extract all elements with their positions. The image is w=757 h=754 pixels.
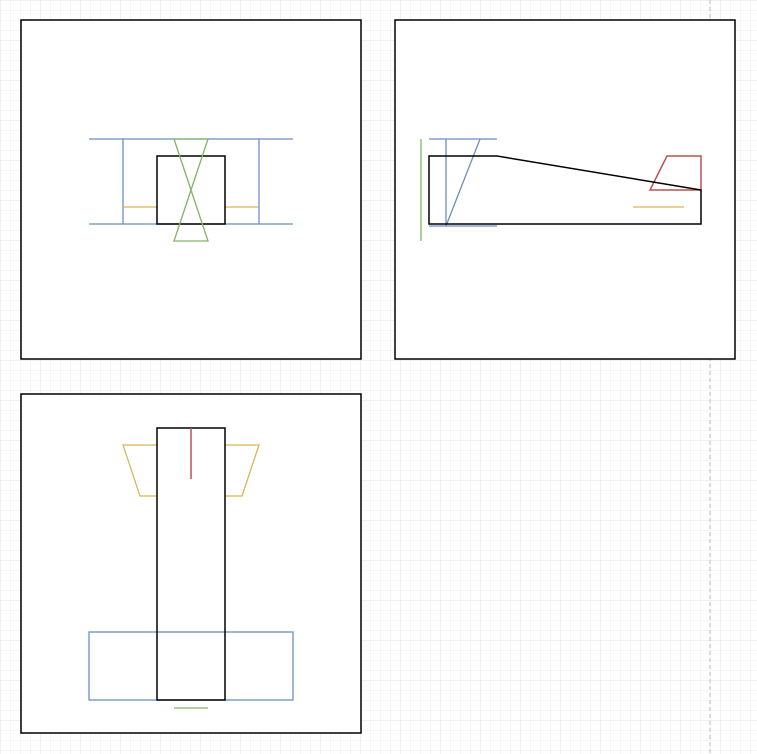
top-right-stabilizer <box>225 444 260 497</box>
top-horizontal-tail[interactable] <box>122 444 260 497</box>
side-fuselage[interactable] <box>428 155 702 225</box>
front-fuselage[interactable] <box>156 155 226 225</box>
side-wing[interactable] <box>429 138 497 227</box>
top-left-stabilizer <box>122 444 157 497</box>
front-view[interactable] <box>20 19 362 360</box>
top-view[interactable] <box>20 393 362 734</box>
side-wing-brace <box>445 138 481 227</box>
side-view[interactable] <box>394 19 736 360</box>
front-landing-gear[interactable] <box>173 138 209 242</box>
